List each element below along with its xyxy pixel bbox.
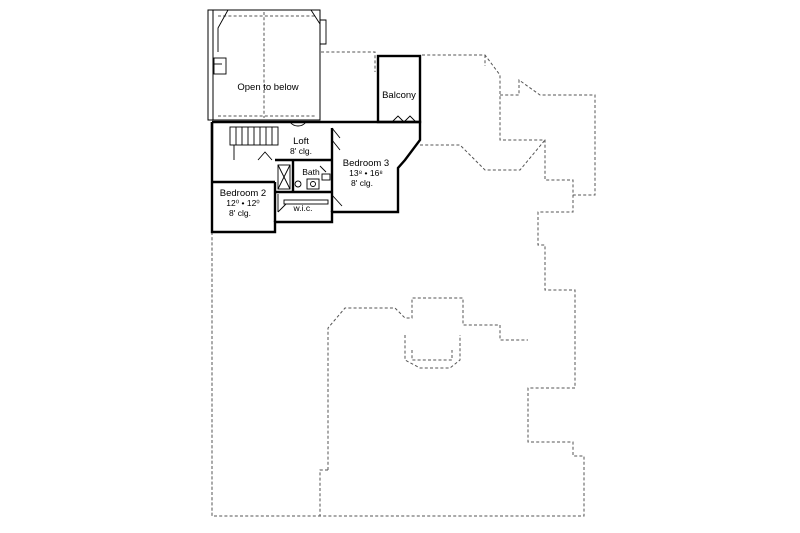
- fixtures: [277, 121, 343, 213]
- label-loft: Loft: [293, 136, 309, 147]
- balcony-area: [376, 54, 422, 124]
- label-bedroom-2-size: 12⁰ • 12⁰: [226, 198, 260, 208]
- label-bedroom-3: Bedroom 3: [343, 158, 389, 169]
- label-bath: Bath: [302, 167, 320, 177]
- label-wic: w.i.c.: [293, 203, 313, 213]
- room-walls: [210, 120, 422, 234]
- room-labels: Open to below Balcony Loft 8' clg. Bedro…: [220, 82, 416, 218]
- label-open-to-below: Open to below: [237, 82, 298, 93]
- label-bedroom-3-size: 13⁸ • 16⁸: [349, 168, 383, 178]
- label-bedroom-3-ceiling: 8' clg.: [351, 178, 373, 188]
- label-bedroom-2: Bedroom 2: [220, 188, 266, 199]
- label-balcony: Balcony: [382, 90, 416, 101]
- open-to-below-area: [207, 9, 327, 121]
- label-loft-ceiling: 8' clg.: [290, 146, 312, 156]
- lower-floor-outline: [211, 51, 596, 517]
- stairs: [229, 126, 279, 161]
- label-bedroom-2-ceiling: 8' clg.: [229, 208, 251, 218]
